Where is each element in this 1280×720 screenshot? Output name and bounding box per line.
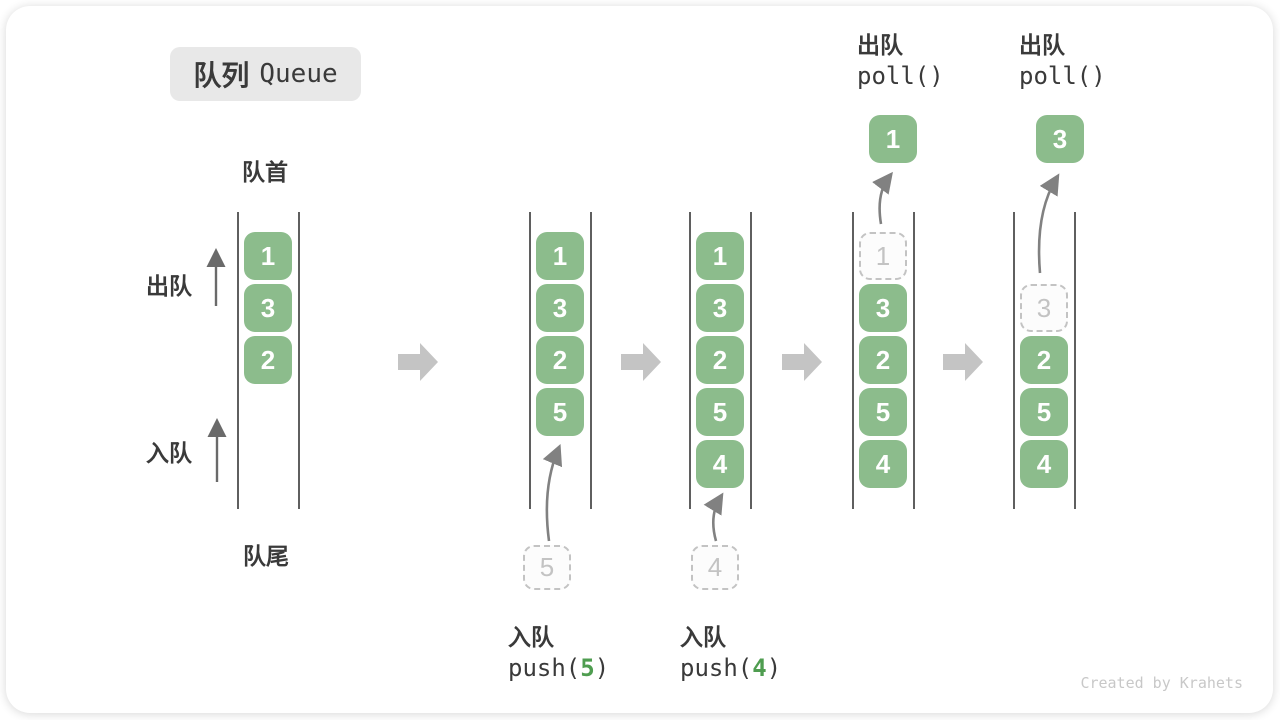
dequeue-side-label: 出队 bbox=[146, 273, 192, 299]
title-chinese: 队列 bbox=[193, 60, 250, 91]
queue-cell: 2 bbox=[1020, 336, 1068, 384]
operation-code-label: push(4) bbox=[680, 654, 782, 682]
queue-cell: 4 bbox=[859, 440, 907, 488]
queue-cell: 3 bbox=[244, 284, 292, 332]
queue-wall-left bbox=[689, 212, 691, 509]
queue-wall-right bbox=[1074, 212, 1076, 509]
queue-wall-left bbox=[529, 212, 531, 509]
queue-cell: 3 bbox=[859, 284, 907, 332]
queue-cell: 2 bbox=[244, 336, 292, 384]
enqueue-side-label: 入队 bbox=[146, 440, 192, 466]
queue-cell: 3 bbox=[696, 284, 744, 332]
queue-wall-right bbox=[298, 212, 300, 509]
queue-cell: 4 bbox=[1020, 440, 1068, 488]
operation-label-chinese: 出队 bbox=[1019, 32, 1065, 58]
queue-rear-label: 队尾 bbox=[243, 543, 289, 569]
queue-wall-right bbox=[750, 212, 752, 509]
queue-wall-right bbox=[590, 212, 592, 509]
operation-code-label: poll() bbox=[857, 62, 944, 90]
incoming-element-box: 5 bbox=[523, 545, 571, 590]
queue-wall-left bbox=[1013, 212, 1015, 509]
queue-wall-right bbox=[913, 212, 915, 509]
queue-wall-left bbox=[852, 212, 854, 509]
queue-cell: 5 bbox=[1020, 388, 1068, 436]
operation-code-label: poll() bbox=[1019, 62, 1106, 90]
queue-cell-dashed: 3 bbox=[1020, 284, 1068, 332]
operation-code-label: push(5) bbox=[508, 654, 610, 682]
queue-cell: 5 bbox=[859, 388, 907, 436]
queue-cell: 1 bbox=[536, 232, 584, 280]
polled-element-box: 3 bbox=[1036, 115, 1084, 163]
queue-cell: 5 bbox=[696, 388, 744, 436]
queue-cell: 2 bbox=[696, 336, 744, 384]
operation-label-chinese: 入队 bbox=[680, 624, 726, 650]
title-box: 队列 Queue bbox=[170, 47, 361, 101]
operation-code-value: 5 bbox=[580, 654, 595, 682]
queue-cell: 1 bbox=[696, 232, 744, 280]
incoming-element-box: 4 bbox=[691, 545, 739, 590]
queue-cell: 2 bbox=[859, 336, 907, 384]
polled-element-box: 1 bbox=[869, 115, 917, 163]
operation-label-chinese: 入队 bbox=[508, 624, 554, 650]
watermark: Created by Krahets bbox=[1080, 674, 1243, 692]
operation-code-value: 4 bbox=[752, 654, 767, 682]
operation-label-chinese: 出队 bbox=[857, 32, 903, 58]
queue-cell-dashed: 1 bbox=[859, 232, 907, 280]
title-english: Queue bbox=[259, 59, 338, 89]
queue-wall-left bbox=[237, 212, 239, 509]
queue-cell: 5 bbox=[536, 388, 584, 436]
queue-cell: 4 bbox=[696, 440, 744, 488]
queue-cell: 3 bbox=[536, 284, 584, 332]
queue-front-label: 队首 bbox=[242, 159, 288, 185]
queue-cell: 2 bbox=[536, 336, 584, 384]
queue-cell: 1 bbox=[244, 232, 292, 280]
